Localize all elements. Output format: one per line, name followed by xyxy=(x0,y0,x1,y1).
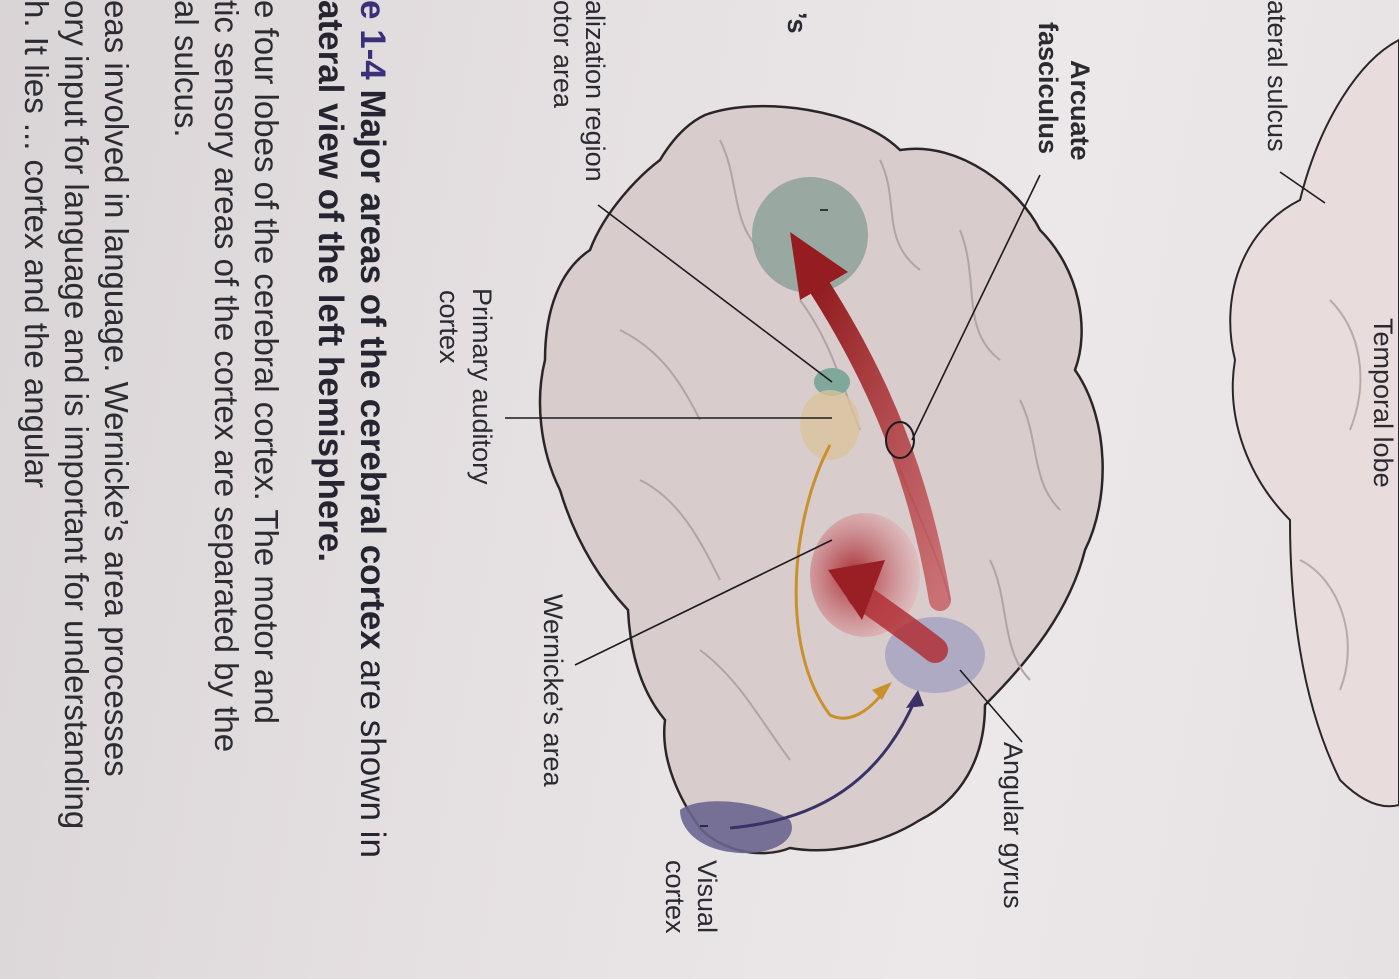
auditory-arrow xyxy=(794,444,887,720)
body-line-1: e four lobes of the cerebral cortex. The… xyxy=(248,0,285,724)
figure-number: e 1-4 xyxy=(353,0,392,80)
label-primary-auditory-2: cortex xyxy=(434,290,464,364)
label-primary-auditory-1: Primary auditory xyxy=(467,288,497,485)
label-visual-1: Visual xyxy=(692,860,722,934)
caption-rest: are shown in xyxy=(353,649,392,858)
body-line-4: eas involved in language. Wernicke’s are… xyxy=(98,0,135,777)
label-angular-gyrus: Angular gyrus xyxy=(998,742,1028,909)
body-line-5: ory input for language and is important … xyxy=(58,0,95,830)
arcuate-fasciculus-arrow xyxy=(804,269,951,611)
label-wernickes-area: Wernicke’s area xyxy=(538,594,568,787)
primary-auditory-area xyxy=(800,390,860,460)
label-vocalization-2: otor area xyxy=(548,0,578,109)
caption-title: Major areas of the cerebral cortex xyxy=(353,79,392,650)
label-vocalization-1: alization region xyxy=(580,0,610,182)
brocas-area xyxy=(752,177,868,293)
figure-caption-line2: ateral view of the left hemisphere. xyxy=(311,0,350,563)
label-lateral-sulcus: ateral sulcus xyxy=(1262,0,1292,152)
figure-caption-line1: e 1-4 Major areas of the cerebral cortex… xyxy=(352,0,392,858)
second-brain-outline xyxy=(1229,38,1399,808)
label-arcuate-2: fasciculus xyxy=(1033,22,1063,155)
arcuate-marker xyxy=(885,421,915,459)
body-line-2: tic sensory areas of the cortex are sepa… xyxy=(208,0,245,753)
body-line-3: al sulcus. xyxy=(168,0,205,138)
body-line-6: h. It lies ... cortex and the angular xyxy=(18,0,55,488)
label-visual-2: cortex xyxy=(660,860,690,934)
label-temporal-lobe: Temporal lobe xyxy=(1368,318,1398,488)
label-brocas-fragment: ’s xyxy=(782,12,812,34)
visual-arrow xyxy=(729,699,917,830)
leader-lines xyxy=(505,171,1326,827)
label-arcuate-1: Arcuate xyxy=(1065,60,1095,161)
arcuate-arrowhead xyxy=(790,232,848,300)
